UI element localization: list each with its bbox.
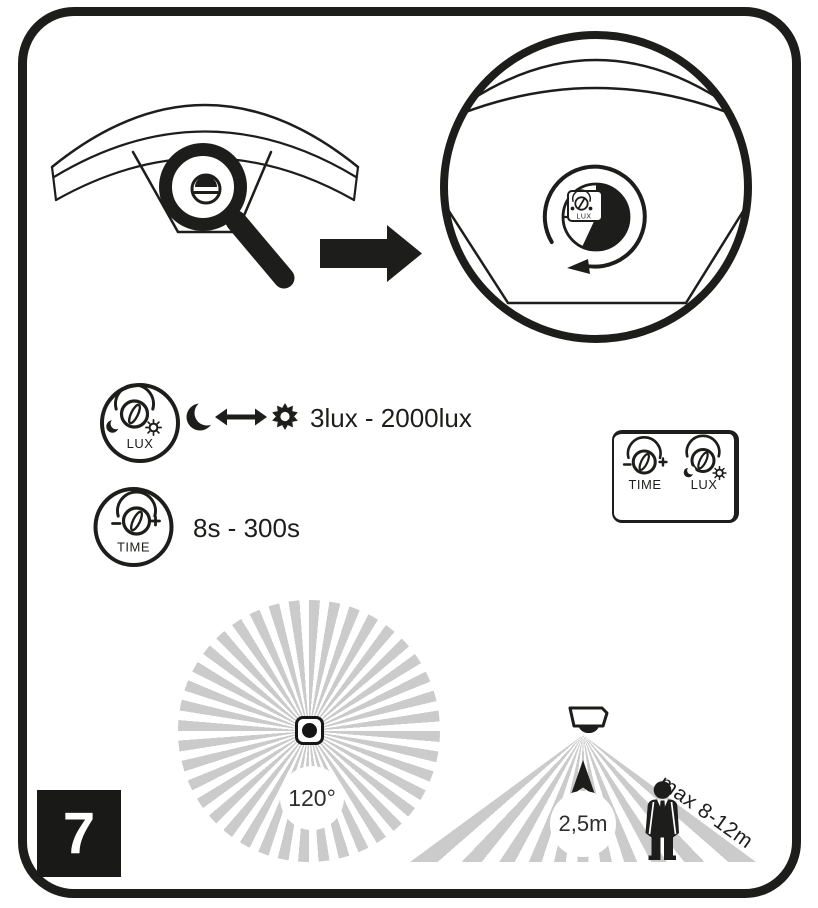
lux-dial-icon: LUX	[100, 383, 180, 463]
person-icon	[645, 781, 679, 860]
magnifier-icon	[159, 143, 295, 289]
moon-icon	[186, 400, 220, 431]
double-arrow-icon	[215, 408, 267, 426]
time-knob-icon	[622, 436, 668, 475]
sun-icon	[272, 403, 298, 430]
sensor-lens-dot	[302, 723, 317, 738]
time-dial-icon: TIME	[93, 487, 174, 567]
sun-icon	[145, 419, 162, 436]
bracket-magnifier-illustration	[50, 103, 422, 289]
controls-box-dials: TIME LUX	[622, 434, 727, 492]
lux-knob-icon	[683, 434, 727, 481]
time-dial-label: TIME	[117, 540, 150, 555]
lux-range-glyphs	[186, 400, 298, 431]
mini-lux-knob-icon	[570, 189, 593, 211]
sun-icon	[712, 465, 727, 481]
up-arrow-icon	[570, 760, 596, 796]
time-range-value: 8s - 300s	[193, 513, 300, 543]
plus-icon	[658, 457, 668, 467]
moon-icon	[106, 418, 122, 433]
step-number-badge: 7	[37, 790, 121, 877]
page-border	[18, 7, 801, 898]
detection-angle-badge: 120°	[280, 766, 344, 830]
lux-dial-label: LUX	[127, 436, 154, 451]
screw-icon	[190, 173, 222, 205]
closeup-circle-illustration: LUX	[440, 31, 752, 343]
mount-height-badge: 2,5m	[550, 791, 616, 857]
controls-box-lux-label: LUX	[691, 477, 718, 492]
closeup-dial-label: LUX	[576, 214, 591, 221]
ceiling-sensor-icon	[568, 706, 609, 734]
arrow-right-icon	[320, 225, 422, 282]
controls-box-time-label: TIME	[628, 477, 661, 492]
controls-box: TIME LUX	[612, 430, 739, 523]
lux-range-value: 3lux - 2000lux	[310, 403, 472, 433]
sensor-top-view-icon	[295, 716, 324, 745]
rotate-dial-arrow-icon	[542, 164, 647, 274]
plus-icon	[150, 515, 161, 527]
sensor-body-lines	[443, 58, 749, 305]
moon-icon	[683, 466, 696, 478]
lux-dial-closeup: LUX	[561, 182, 631, 252]
